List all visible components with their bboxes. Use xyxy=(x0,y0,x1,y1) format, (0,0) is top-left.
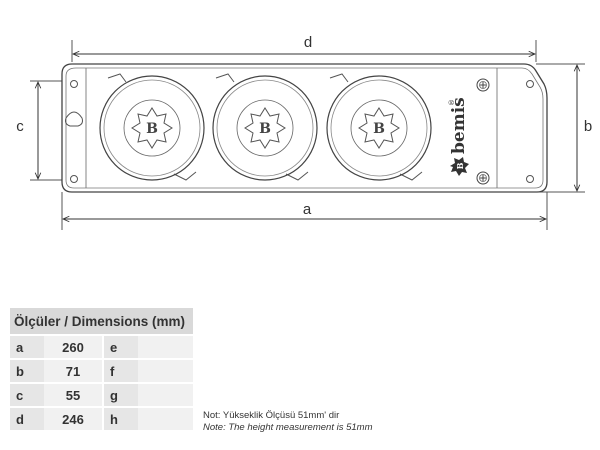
brand-logo: B bemis ® xyxy=(448,97,469,176)
star-badge-icon xyxy=(131,107,173,149)
socket-letter: B xyxy=(259,121,271,137)
dimension-key: a xyxy=(10,335,44,360)
star-badge-icon xyxy=(244,107,286,149)
mount-hole-icon xyxy=(526,80,534,88)
dimension-value xyxy=(138,359,193,384)
screw-icon xyxy=(476,171,490,185)
socket-letter: B xyxy=(373,121,385,137)
table-row: b 71 f xyxy=(10,359,193,384)
dimension-key: g xyxy=(104,383,138,408)
table-row: d 246 h xyxy=(10,407,193,432)
mount-hole-icon xyxy=(70,175,78,183)
dimension-value: 260 xyxy=(44,335,102,360)
socket: B xyxy=(212,73,318,181)
dimension-value xyxy=(138,335,193,360)
dimension-label-b: b xyxy=(584,118,592,135)
socket-letter: B xyxy=(146,121,158,137)
dimension-label-a: a xyxy=(303,201,312,218)
note-turkish: Not: Yükseklik Ölçüsü 51mm' dir xyxy=(203,410,340,421)
dimension-b: b xyxy=(536,63,592,193)
dimensions-table-header: Ölçüler / Dimensions (mm) xyxy=(10,308,193,336)
dimension-key: b xyxy=(10,359,44,384)
svg-text:B: B xyxy=(455,162,465,169)
dimensions-table: Ölçüler / Dimensions (mm) a 260 e b 71 f… xyxy=(10,308,193,432)
dimension-label-c: c xyxy=(16,118,24,135)
socket: B xyxy=(99,73,205,181)
dimension-a: a xyxy=(61,192,548,230)
screw-icon xyxy=(476,78,490,92)
note-english: Note: The height measurement is 51mm xyxy=(203,422,373,433)
table-row: a 260 e xyxy=(10,335,193,360)
dimension-key: e xyxy=(104,335,138,360)
mount-hole-icon xyxy=(526,175,534,183)
dimension-d: d xyxy=(71,34,537,62)
dimension-c: c xyxy=(16,80,62,181)
brand-star-icon xyxy=(450,157,469,176)
dimension-value: 71 xyxy=(44,359,102,384)
power-strip-drawing: d a b c xyxy=(16,34,592,230)
brand-registered-mark: ® xyxy=(448,99,456,106)
power-strip-body xyxy=(61,63,548,193)
dimension-key: d xyxy=(10,407,44,432)
height-note: Not: Yükseklik Ölçüsü 51mm' dir Note: Th… xyxy=(203,410,373,434)
mount-hole-icon xyxy=(70,80,78,88)
dimension-value xyxy=(138,407,193,432)
table-row: c 55 g xyxy=(10,383,193,408)
dimension-label-d: d xyxy=(304,34,312,51)
dimension-key: c xyxy=(10,383,44,408)
dimension-key: f xyxy=(104,359,138,384)
dimension-value: 55 xyxy=(44,383,102,408)
dimension-value: 246 xyxy=(44,407,102,432)
socket: B xyxy=(326,73,432,181)
star-badge-icon xyxy=(358,107,400,149)
brand-name: bemis xyxy=(449,97,469,154)
dimension-value xyxy=(138,383,193,408)
hanging-hole-icon xyxy=(65,111,83,127)
dimension-key: h xyxy=(104,407,138,432)
